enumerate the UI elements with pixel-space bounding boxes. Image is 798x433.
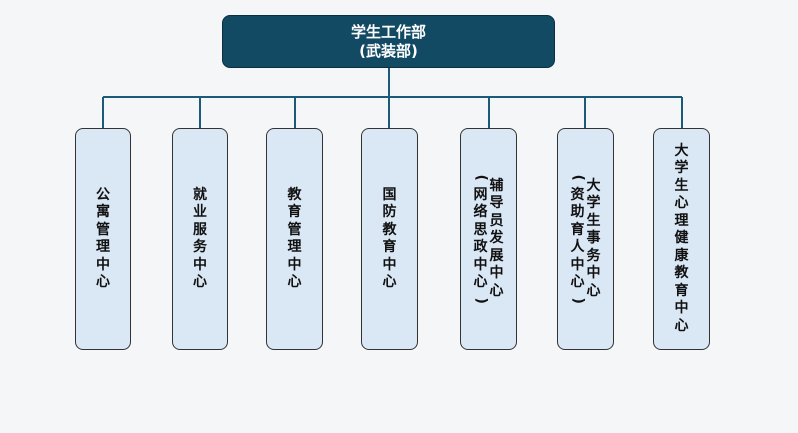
node-label: 辅导员发展中心: [489, 177, 504, 299]
child-node-3: 教育管理中心: [266, 128, 323, 350]
child-node-1: 公寓管理中心: [75, 128, 131, 350]
node-label: 国防教育中心: [382, 186, 397, 291]
node-label: 大学生事务中心: [586, 177, 601, 299]
child-node-6: 大学生事务中心(资助育人中心): [557, 128, 614, 350]
child-node-2: 就业服务中心: [172, 128, 228, 350]
root-title: 学生工作部: [350, 22, 426, 41]
child-node-4: 国防教育中心: [361, 128, 418, 350]
node-label: 就业服务中心: [193, 186, 207, 291]
root-subtitle: (武装部): [359, 41, 418, 60]
child-node-7: 大学生心理健康教育中心: [653, 128, 710, 350]
node-label: (网络思政中心): [473, 174, 490, 304]
root-node-student-affairs: 学生工作部 (武装部): [222, 15, 555, 68]
node-label: (资助育人中心): [570, 174, 587, 304]
node-label: 大学生心理健康教育中心: [674, 142, 689, 334]
node-label: 公寓管理中心: [96, 186, 110, 291]
child-node-5: 辅导员发展中心(网络思政中心): [460, 128, 517, 350]
node-label: 教育管理中心: [287, 186, 302, 291]
